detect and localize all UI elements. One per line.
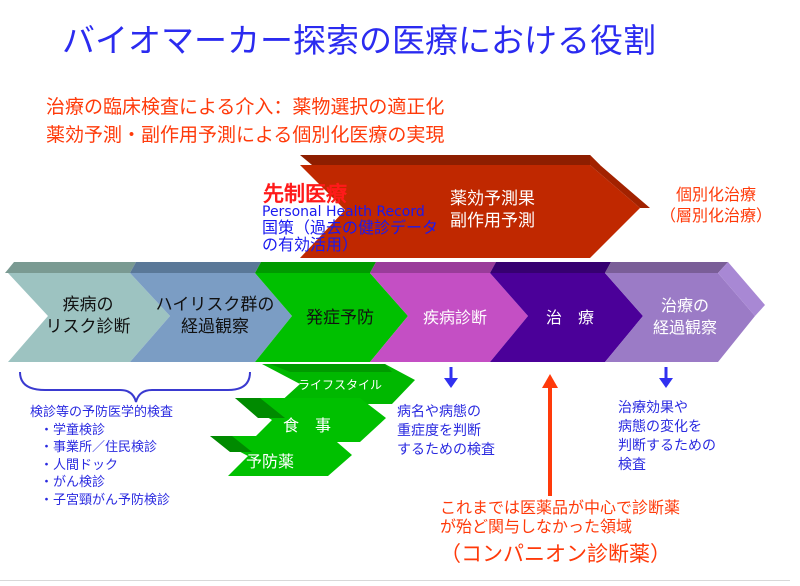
screening-item: ・人間ドック: [40, 457, 119, 473]
screening-item: ・がん検診: [40, 475, 106, 490]
preventive-drug-shape: [210, 436, 352, 476]
companion-note: これまでは医薬品が中心で診断薬 が殆ど関与しなかった領域: [440, 498, 680, 536]
stage-2-line-1: ハイリスク群の: [155, 295, 275, 315]
stage-label-treatment-followup: 治療の 経過観察: [630, 295, 740, 339]
preemptive-title: 先制医療: [263, 182, 347, 206]
stage-1-line-2: リスク診断: [45, 317, 131, 337]
stage-6-shape: [605, 273, 755, 362]
preemptive-policy: 国策（過去の健診データ の有効活用）: [262, 219, 438, 253]
lifestyle-shape: [262, 364, 415, 404]
screening-item: ・子宮頸がん予防検診: [40, 492, 171, 508]
followup-down-arrow: [659, 367, 673, 388]
stage-1-shape: [8, 273, 170, 362]
red-chevron-top: [300, 155, 600, 165]
prevention-drug: 予防薬: [246, 452, 295, 471]
stage-6-line-2: 経過観察: [652, 318, 717, 337]
companion-line-2: が殆ど関与しなかった領域: [440, 517, 633, 536]
companion-up-arrow: [542, 374, 558, 496]
prevention-diet: 食 事: [283, 416, 332, 435]
screening-brace: [19, 371, 251, 403]
diagnosis-note-line: 病名や病態の: [397, 404, 481, 420]
drug-prediction-chevron: [300, 155, 650, 258]
screening-list: 検診等の予防医学的検査 ・学童検診 ・事業所／住民検診 ・人間ドック ・がん検診…: [30, 404, 173, 509]
stage-3-shape: [255, 273, 408, 362]
stage-top-4: [370, 262, 496, 273]
stage-top-5: [490, 262, 611, 273]
subtitle-line-2: 薬効予測・副作用予測による個別化医療の実現: [46, 124, 445, 146]
screening-item: ・学童検診: [40, 422, 106, 438]
diagnosis-note-line: 重症度を判断: [397, 423, 481, 439]
red-chevron-front: [300, 165, 640, 258]
stage-label-disease-diagnosis: 疾病診断: [422, 308, 487, 327]
diagnosis-note: 病名や病態の 重症度を判断 するための検査: [397, 403, 495, 460]
stage-5-shape: [490, 273, 643, 362]
diagnosis-note-line: するための検査: [397, 442, 495, 458]
diagnosis-down-arrow: [444, 367, 458, 388]
followup-note-line: 検査: [618, 457, 646, 473]
stage-4-shape: [370, 273, 528, 362]
followup-note-line: 判断するための: [618, 438, 716, 454]
individualized-treatment: 個別化治療 （層別化治療）: [660, 184, 772, 226]
subtitle-line-1: 治療の臨床検査による介入：薬物選択の適正化: [46, 96, 445, 118]
companion-line-1: これまでは医薬品が中心で診断薬: [440, 498, 681, 517]
stage-6-side: [718, 262, 765, 316]
preemptive-policy-line-2: の有効活用）: [262, 235, 359, 254]
stage-band-top: [5, 262, 728, 273]
stage-top-1: [5, 262, 136, 273]
stage-band-front: [8, 262, 765, 362]
stage-top-6: [605, 262, 728, 273]
preemptive-policy-line-1: 国策（過去の健診データ: [262, 218, 439, 237]
followup-note-line: 病態の変化を: [618, 419, 702, 435]
stage-6-line-1: 治療の: [660, 296, 709, 315]
stage-label-high-risk-followup: ハイリスク群の 経過観察: [152, 294, 278, 338]
screening-item: ・事業所／住民検診: [40, 440, 158, 455]
drug-prediction-line-2: 副作用予測: [450, 211, 535, 231]
preemptive-phr: Personal Health Record: [262, 204, 425, 220]
stage-top-3: [255, 262, 376, 273]
prevention-lifestyle: ライフスタイル: [298, 378, 383, 392]
individualized-line-2: （層別化治療）: [660, 206, 773, 225]
stage-label-onset-prevention: 発症予防: [306, 308, 374, 328]
stage-1-line-1: 疾病の: [62, 295, 114, 315]
bottom-divider: [0, 580, 790, 581]
followup-note: 治療効果や 病態の変化を 判断するための 検査: [618, 399, 716, 475]
followup-note-line: 治療効果や: [618, 400, 688, 416]
stage-label-treatment: 治 療: [545, 308, 594, 327]
page-title: バイオマーカー探索の医療における役割: [62, 21, 656, 60]
stage-2-line-2: 経過観察: [181, 317, 249, 337]
individualized-line-1: 個別化治療: [676, 185, 757, 204]
drug-prediction-line-1: 薬効予測果: [450, 189, 535, 209]
drug-prediction-label: 薬効予測果 副作用予測: [450, 188, 535, 232]
screening-heading: 検診等の予防医学的検査: [30, 405, 174, 420]
stage-2-shape: [130, 273, 292, 362]
stage-label-risk-diagnosis: 疾病の リスク診断: [28, 294, 148, 338]
prevention-chevrons: [210, 364, 415, 476]
companion-diagnostics-label: （コンパニオン診断薬）: [440, 542, 671, 566]
stage-top-2: [130, 262, 261, 273]
